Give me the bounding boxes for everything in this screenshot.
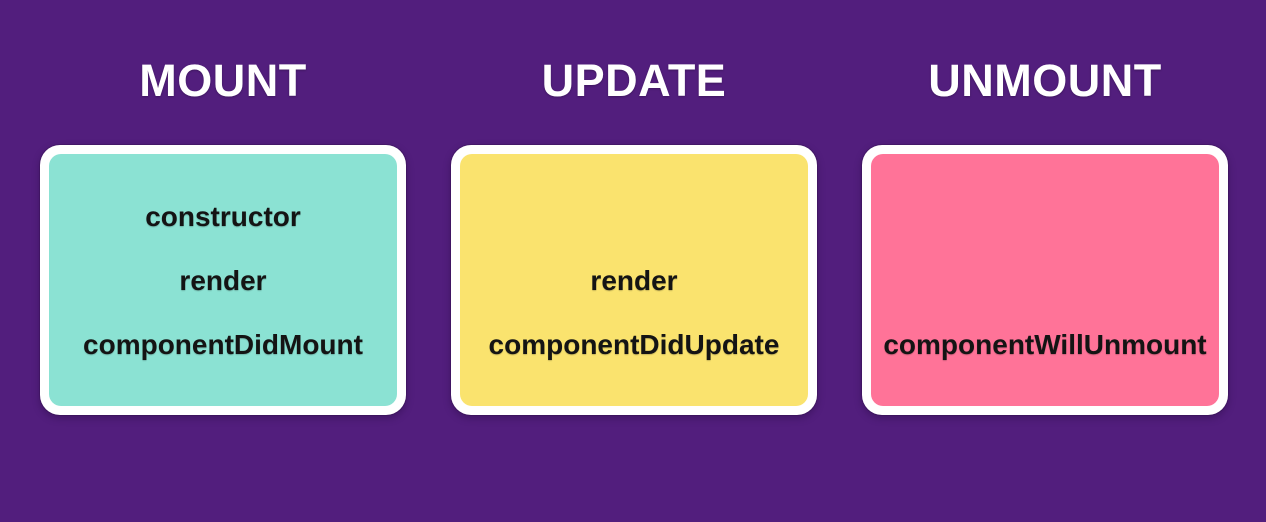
phase-card-update: render componentDidUpdate [451, 145, 817, 415]
phase-title-unmount: UNMOUNT [928, 55, 1162, 106]
lifecycle-column-mount: MOUNT constructor render componentDidMou… [40, 52, 406, 522]
lifecycle-method-empty [871, 185, 1219, 249]
phase-title-mount: MOUNT [139, 55, 307, 106]
phase-card-mount: constructor render componentDidMount [40, 145, 406, 415]
lifecycle-method-render-mount: render [179, 265, 267, 296]
lifecycle-column-unmount: UNMOUNT componentWillUnmount [862, 52, 1228, 522]
lifecycle-method-componentdidupdate: componentDidUpdate [488, 329, 780, 360]
phase-card-unmount-body: componentWillUnmount [871, 154, 1219, 406]
phase-title-update: UPDATE [541, 55, 727, 106]
lifecycle-column-update: UPDATE render componentDidUpdate [451, 52, 817, 522]
lifecycle-method-empty [871, 249, 1219, 313]
lifecycle-method-render-update: render [590, 265, 678, 296]
lifecycle-method-componentwillunmount: componentWillUnmount [883, 329, 1207, 360]
lifecycle-method-constructor: constructor [145, 201, 301, 232]
lifecycle-method-componentdidmount: componentDidMount [83, 329, 363, 360]
lifecycle-method-empty [460, 185, 808, 249]
phase-card-update-body: render componentDidUpdate [460, 154, 808, 406]
phase-card-unmount: componentWillUnmount [862, 145, 1228, 415]
phase-card-mount-body: constructor render componentDidMount [49, 154, 397, 406]
